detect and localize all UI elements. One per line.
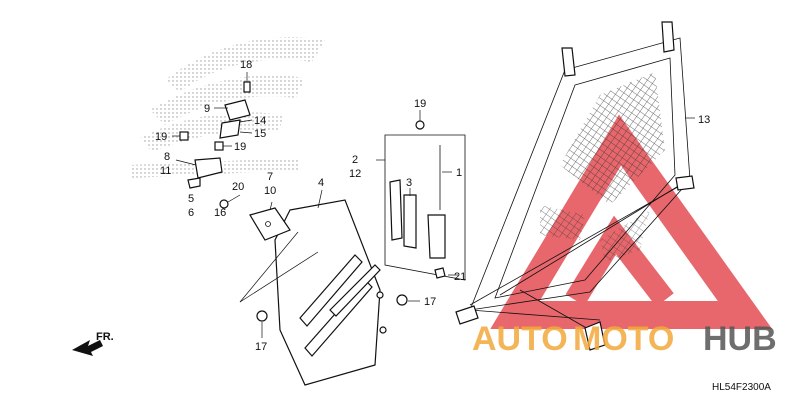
callout-1: 1 bbox=[456, 167, 462, 179]
watermark-moto: MOTO bbox=[573, 320, 674, 358]
callout-8: 8 bbox=[164, 151, 170, 163]
callout-15: 15 bbox=[254, 128, 266, 140]
watermark-auto: AUTO bbox=[472, 320, 568, 358]
callout-18: 18 bbox=[240, 59, 252, 71]
callout-11: 11 bbox=[160, 165, 171, 177]
callout-14: 14 bbox=[254, 115, 266, 127]
callout-2: 2 bbox=[352, 154, 358, 166]
callout-12: 12 bbox=[349, 168, 361, 180]
callout-5: 5 bbox=[188, 193, 194, 205]
callout-19-mid: 19 bbox=[234, 141, 246, 153]
nut-part-20-16[interactable] bbox=[219, 194, 241, 209]
front-direction-arrow: FR. bbox=[72, 331, 114, 356]
direction-label: FR. bbox=[96, 331, 114, 343]
mesh-net-part-13[interactable] bbox=[455, 21, 695, 351]
callout-13: 13 bbox=[698, 114, 710, 126]
callout-19-right: 19 bbox=[414, 98, 426, 110]
bolt-part-17-right[interactable] bbox=[396, 294, 420, 306]
callout-labels: 18 9 14 15 19 19 19 8 11 5 6 20 16 7 10 … bbox=[155, 59, 710, 353]
automotohub-text-watermark: AUTO MOTO HUB bbox=[472, 320, 777, 358]
callout-4: 4 bbox=[318, 177, 324, 189]
bolt-part-5-6[interactable] bbox=[187, 177, 201, 189]
callout-9: 9 bbox=[204, 103, 210, 115]
bracket-part-7-10[interactable] bbox=[249, 201, 291, 241]
callout-3: 3 bbox=[406, 177, 412, 189]
hinge-part-14-15[interactable] bbox=[219, 119, 253, 139]
callout-19-left: 19 bbox=[155, 131, 167, 143]
bracket-set-part-2-12[interactable] bbox=[376, 110, 466, 281]
callout-17-left: 17 bbox=[255, 341, 267, 353]
bolt-part-18[interactable] bbox=[243, 72, 251, 93]
callout-21: 21 bbox=[454, 271, 466, 283]
bolt-part-17-left[interactable] bbox=[256, 310, 268, 338]
watermark-hub: HUB bbox=[703, 320, 777, 358]
callout-7: 7 bbox=[267, 171, 273, 183]
callout-20: 20 bbox=[232, 181, 244, 193]
side-panel-part-4[interactable] bbox=[239, 189, 387, 386]
bolt-part-19-mid[interactable] bbox=[214, 141, 232, 151]
diagram-code: HL54F2300A bbox=[712, 382, 771, 393]
callout-10: 10 bbox=[264, 185, 276, 197]
callout-16: 16 bbox=[214, 207, 226, 219]
bolt-part-19-left[interactable] bbox=[172, 131, 189, 141]
latch-part-8-11[interactable] bbox=[175, 157, 223, 179]
callout-17-right: 17 bbox=[424, 296, 436, 308]
callout-6: 6 bbox=[188, 207, 194, 219]
hinge-part-9[interactable] bbox=[214, 99, 251, 121]
